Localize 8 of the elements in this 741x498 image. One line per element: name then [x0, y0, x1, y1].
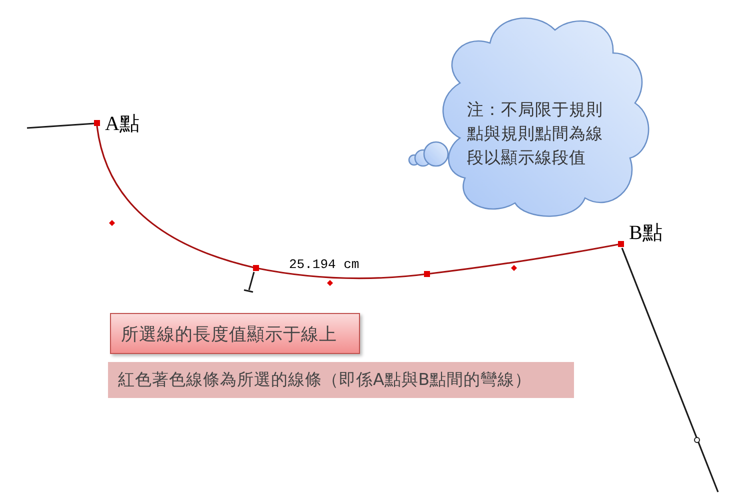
caption-band: 紅色著色線條為所選的線條（即係A點與B點間的彎線）: [108, 362, 574, 398]
point-name: B點: [629, 222, 662, 244]
point-name: A點: [105, 113, 140, 135]
line: [621, 248, 719, 492]
line: [26, 122, 94, 129]
note-text: 注：不局限于規則點與規則點間為線段以顯示線段值: [467, 99, 604, 169]
caption-box: 所選線的長度值顯示于線上: [110, 313, 360, 354]
curve-line: [96, 126, 618, 280]
